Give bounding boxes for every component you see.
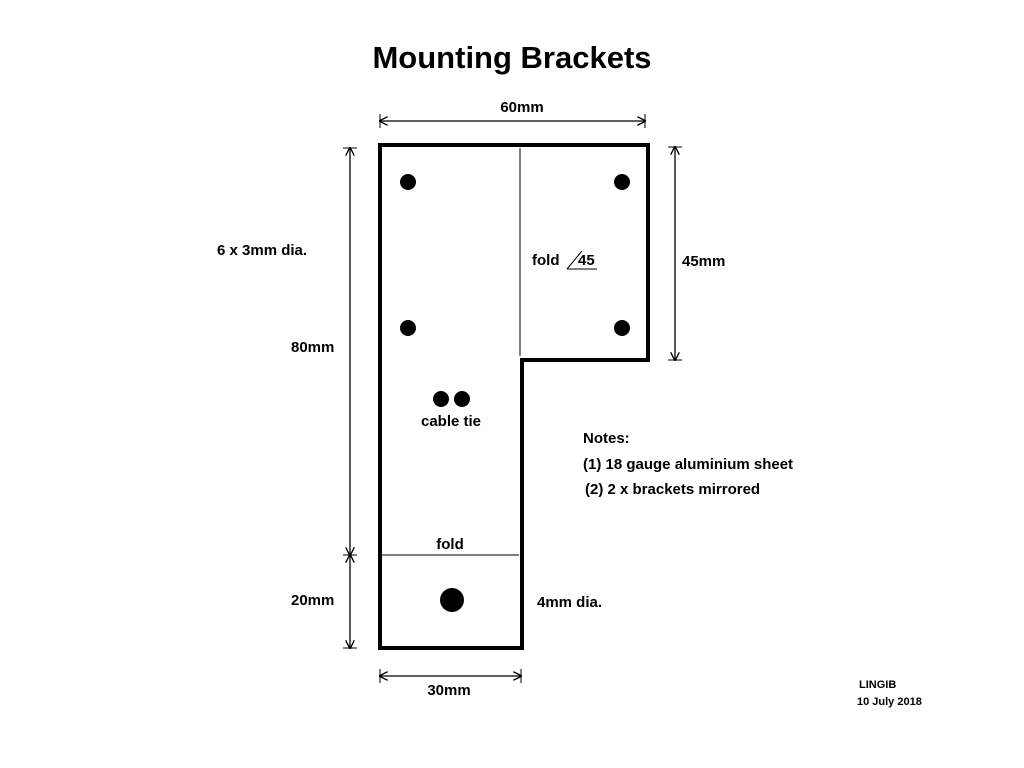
notes-item: (1) 18 gauge aluminium sheet (583, 456, 793, 473)
hole-3mm (614, 320, 630, 336)
hole-large-label: 4mm dia. (537, 594, 602, 611)
fold-angle-label: 45 (578, 252, 595, 269)
signature-author: LINGIB (859, 679, 896, 691)
notes-heading: Notes: (583, 430, 630, 447)
cable-tie-hole (454, 391, 470, 407)
hole-3mm (614, 174, 630, 190)
dimension-left-upper-label: 80mm (291, 339, 334, 356)
signature-date: 10 July 2018 (857, 696, 922, 708)
fold-angle-symbol (566, 250, 583, 270)
dimension-bottom-width-label: 30mm (427, 682, 470, 699)
bracket-outline (378, 143, 650, 650)
hole-4mm (440, 588, 464, 612)
hole-3mm (400, 320, 416, 336)
fold-upper-label: fold (532, 252, 560, 269)
dimension-right-height-label: 45mm (682, 253, 725, 270)
drawing-title: Mounting Brackets (372, 40, 651, 75)
hole-3mm (400, 174, 416, 190)
cable-tie-hole (433, 391, 449, 407)
dimension-top-width-label: 60mm (500, 99, 543, 116)
dimension-left-lower-label: 20mm (291, 592, 334, 609)
fold-lower-label: fold (436, 536, 464, 553)
holes-small-label: 6 x 3mm dia. (217, 242, 307, 259)
cable-tie-label: cable tie (421, 413, 481, 430)
notes-item: (2) 2 x brackets mirrored (585, 481, 760, 498)
